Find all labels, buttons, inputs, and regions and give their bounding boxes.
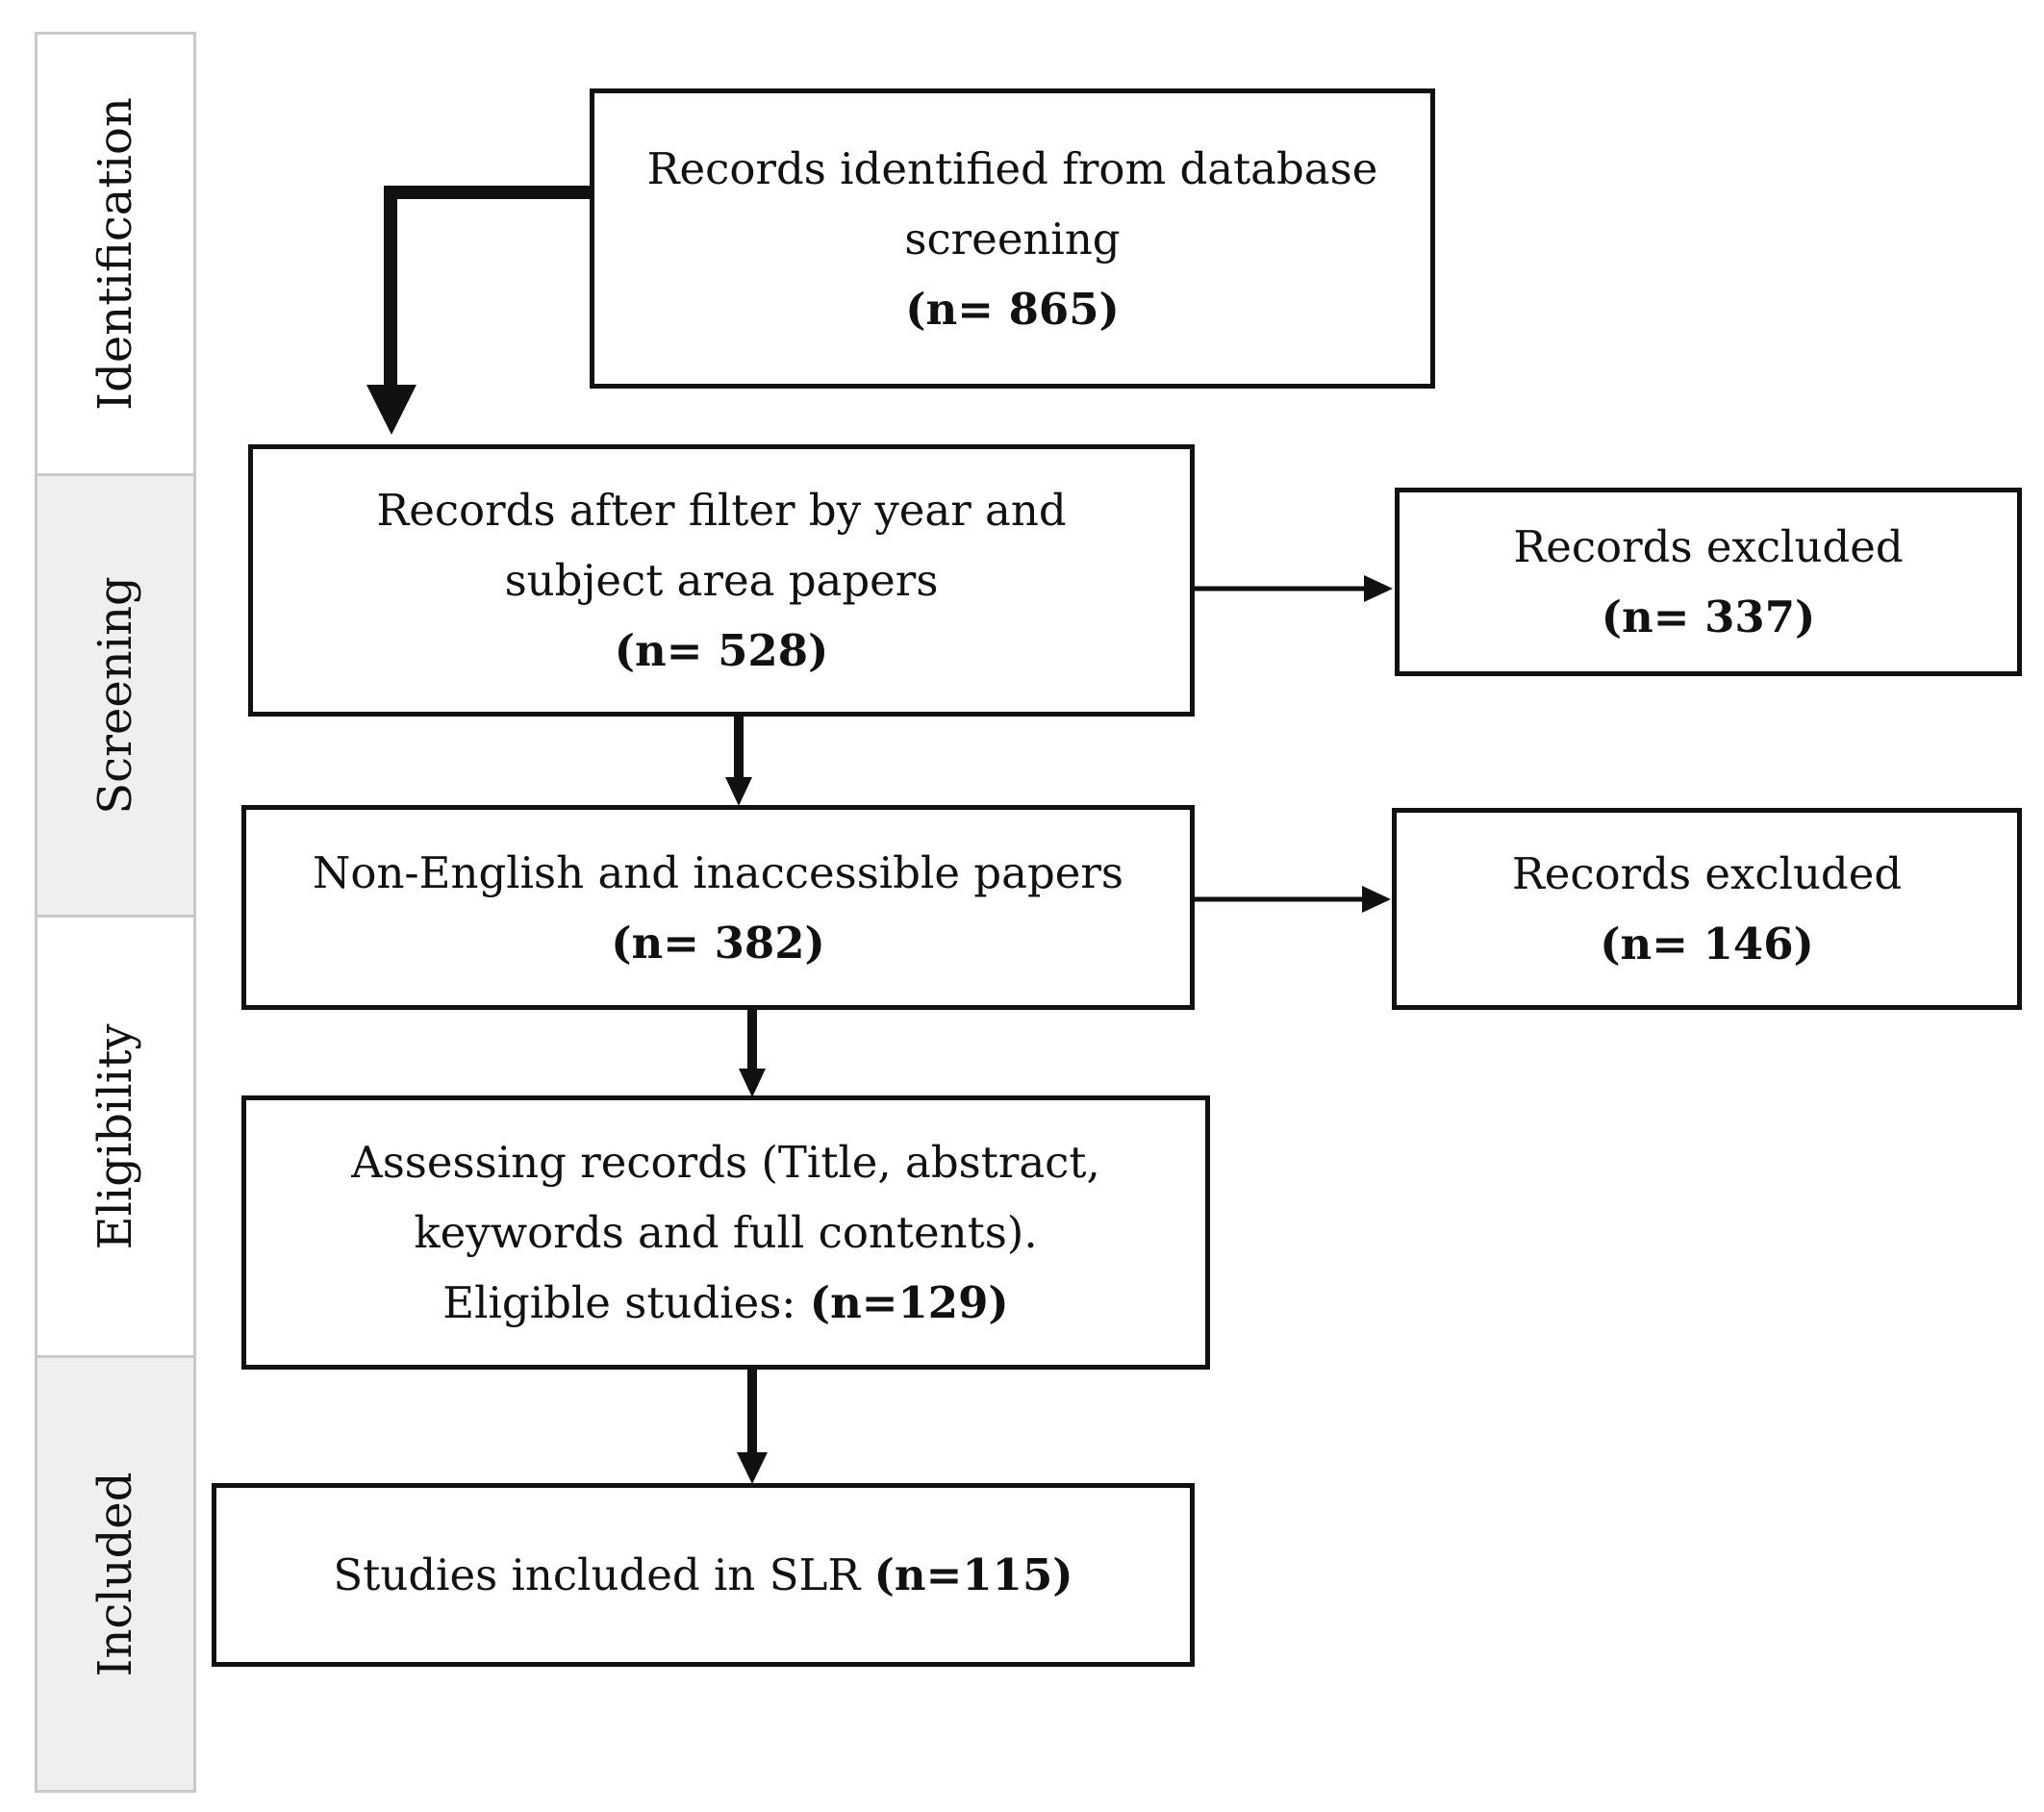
box-filtered-line2: subject area papers <box>504 555 939 606</box>
box-records-identified: Records identified from database screeni… <box>590 88 1435 389</box>
box-assessing-line2: keywords and full contents). <box>414 1207 1038 1258</box>
stage-label-eligibility: Eligibility <box>88 1022 142 1250</box>
box-non-english-count: (n= 382) <box>611 917 825 969</box>
box-excluded2-count: (n= 146) <box>1600 919 1814 969</box>
stage-eligibility: Eligibility <box>35 915 196 1358</box>
box-filtered-line1: Records after filter by year and <box>376 485 1067 536</box>
arrowhead-filtered-to-non-english <box>725 777 752 806</box>
arrowhead-non-english-to-excluded2 <box>1362 886 1391 913</box>
box-records-filtered: Records after filter by year and subject… <box>248 444 1195 717</box>
stage-label-screening: Screening <box>88 576 142 815</box>
box-records-excluded-2: Records excluded (n= 146) <box>1392 808 2022 1010</box>
box-studies-included: Studies included in SLR (n=115) <box>212 1483 1195 1667</box>
box-excluded1-count: (n= 337) <box>1601 591 1816 642</box>
box-excluded2-line1: Records excluded <box>1511 848 1903 899</box>
arrow-identified-to-filtered <box>384 186 590 390</box>
box-identified-count: (n= 865) <box>905 283 1120 335</box>
box-assessing-count: (n=129) <box>809 1277 1009 1328</box>
box-included-line1: Studies included in SLR (n=115) <box>333 1540 1072 1610</box>
box-filtered-count: (n= 528) <box>614 625 829 676</box>
stage-label-identification: Identification <box>88 97 142 411</box>
box-excluded1-line1: Records excluded <box>1513 521 1904 572</box>
box-included-count: (n=115) <box>873 1549 1073 1600</box>
arrowhead-identified-to-filtered <box>366 385 416 435</box>
arrowhead-assessing-to-included <box>737 1452 768 1484</box>
box-identified-line1: Records identified from database <box>646 142 1378 194</box>
stage-label-included: Included <box>88 1472 142 1676</box>
box-assessing-line3: Eligible studies: (n=129) <box>442 1268 1008 1338</box>
box-non-english-line1: Non-English and inaccessible papers <box>312 846 1123 898</box>
box-assessing-records: Assessing records (Title, abstract, keyw… <box>241 1095 1210 1370</box>
stage-included: Included <box>35 1355 196 1793</box>
box-records-excluded-1: Records excluded (n= 337) <box>1395 488 2022 676</box>
stage-screening: Screening <box>35 473 196 918</box>
arrowhead-filtered-to-excluded1 <box>1364 575 1393 602</box>
arrowhead-non-english-to-assessing <box>739 1069 766 1097</box>
stage-identification: Identification <box>35 32 196 476</box>
box-assessing-line1: Assessing records (Title, abstract, <box>351 1137 1100 1188</box>
box-included-prefix: Studies included in SLR <box>333 1549 874 1600</box>
box-non-english: Non-English and inaccessible papers (n= … <box>241 805 1195 1010</box>
box-assessing-line3-prefix: Eligible studies: <box>442 1277 810 1328</box>
box-identified-line2: screening <box>904 213 1121 264</box>
